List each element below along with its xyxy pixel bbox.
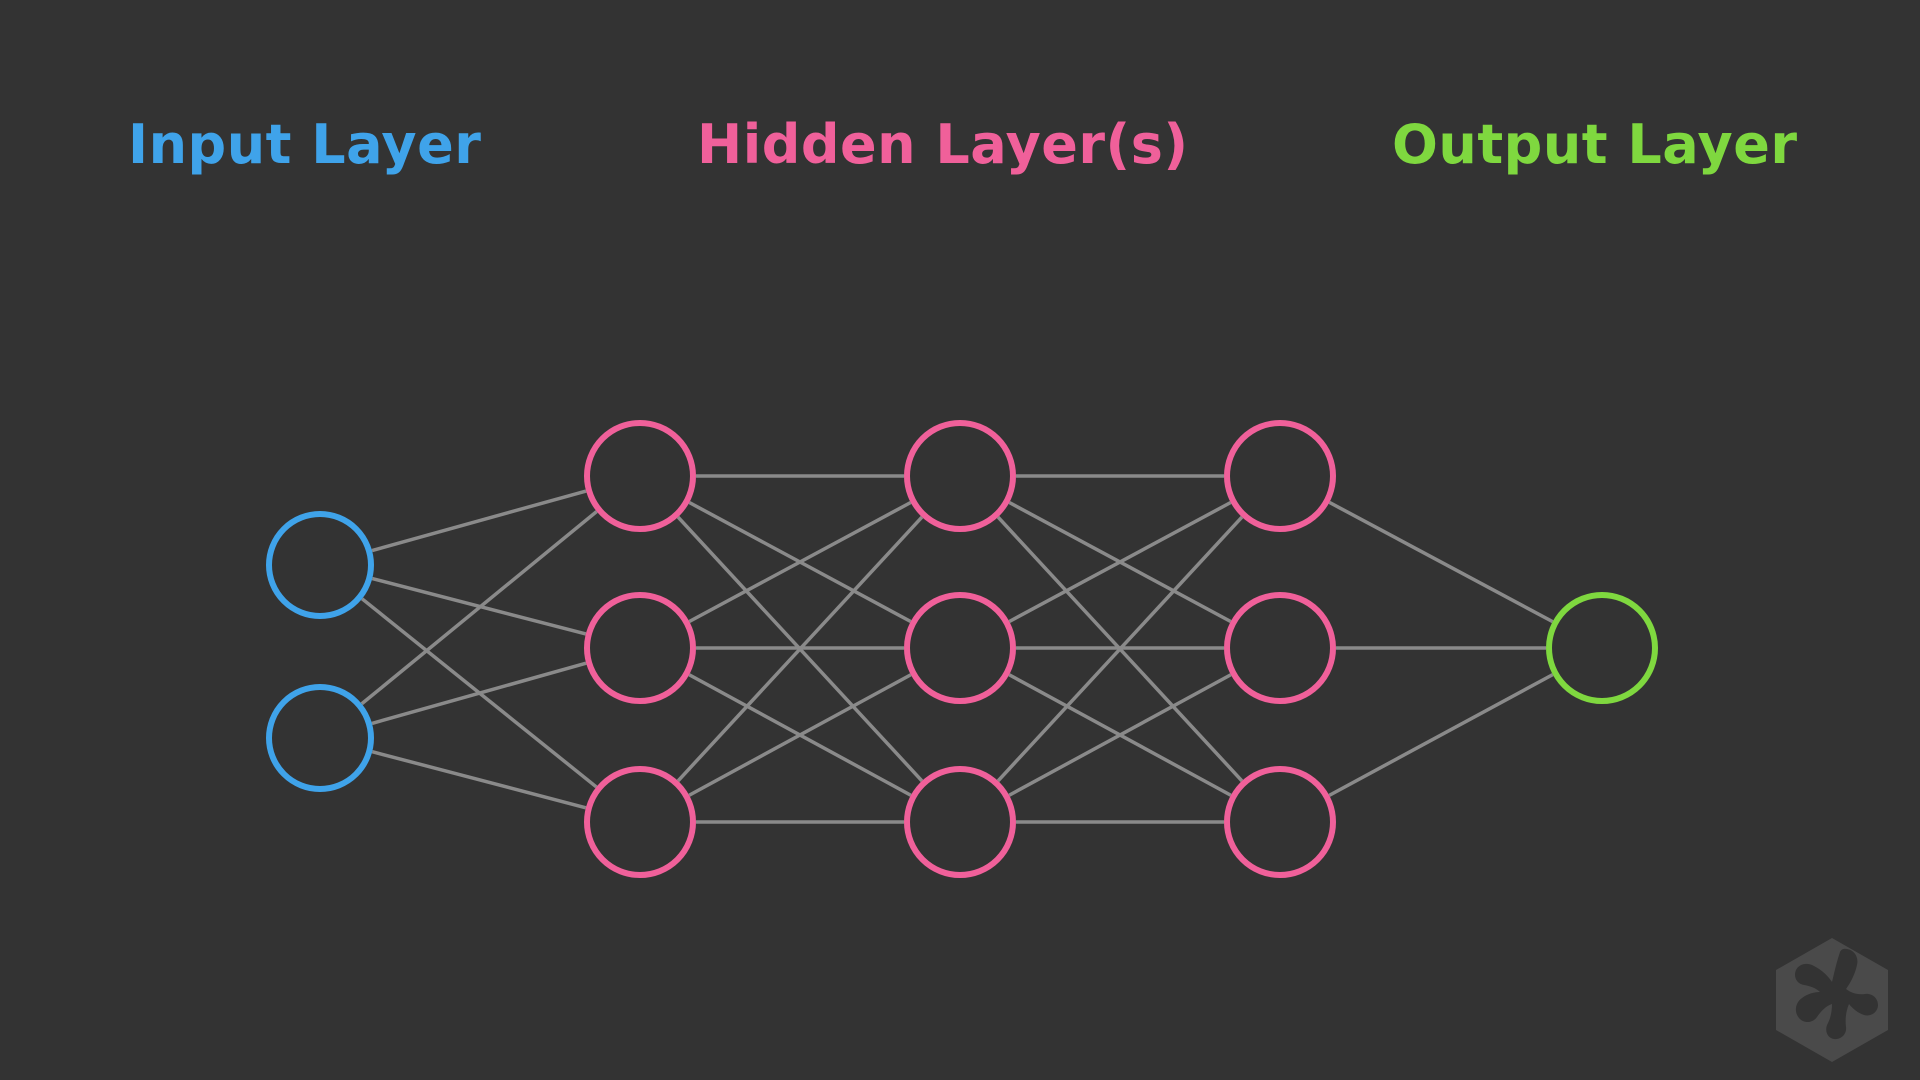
label-hidden-layer: Hidden Layer(s): [697, 113, 1189, 176]
connections-group: [360, 474, 1554, 824]
connection-i2-h1b: [371, 661, 587, 726]
node-h1a[interactable]: [584, 420, 696, 532]
label-input-layer: Input Layer: [128, 113, 482, 176]
node-h1c[interactable]: [584, 766, 696, 878]
node-h2b[interactable]: [904, 592, 1016, 704]
connection-i2-h1c: [371, 750, 587, 810]
connection-h2c-h3a: [996, 515, 1244, 783]
label-output-layer: Output Layer: [1392, 113, 1798, 176]
connection-i1-h1a: [371, 489, 587, 553]
nodes-group: [266, 420, 1658, 878]
connection-h1c-h2a: [676, 515, 924, 783]
connection-h2c-h3b: [1008, 673, 1232, 797]
node-o1[interactable]: [1546, 592, 1658, 704]
connection-h3a-o1: [1328, 500, 1554, 624]
connection-i2-h1a: [360, 510, 598, 706]
node-h3a[interactable]: [1224, 420, 1336, 532]
connection-h1c-h2b: [688, 673, 912, 797]
watermark-logo: [1762, 930, 1902, 1070]
node-h2c[interactable]: [904, 766, 1016, 878]
connection-h2b-h3a: [1008, 500, 1232, 624]
connection-h1b-h2a: [688, 500, 912, 624]
node-h1b[interactable]: [584, 592, 696, 704]
node-h3c[interactable]: [1224, 766, 1336, 878]
node-i1[interactable]: [266, 511, 374, 619]
hexagon-neuron-logo-icon: [1776, 938, 1888, 1062]
connection-h3c-o1: [1328, 673, 1554, 797]
node-h2a[interactable]: [904, 420, 1016, 532]
node-i2[interactable]: [266, 684, 374, 792]
node-h3b[interactable]: [1224, 592, 1336, 704]
